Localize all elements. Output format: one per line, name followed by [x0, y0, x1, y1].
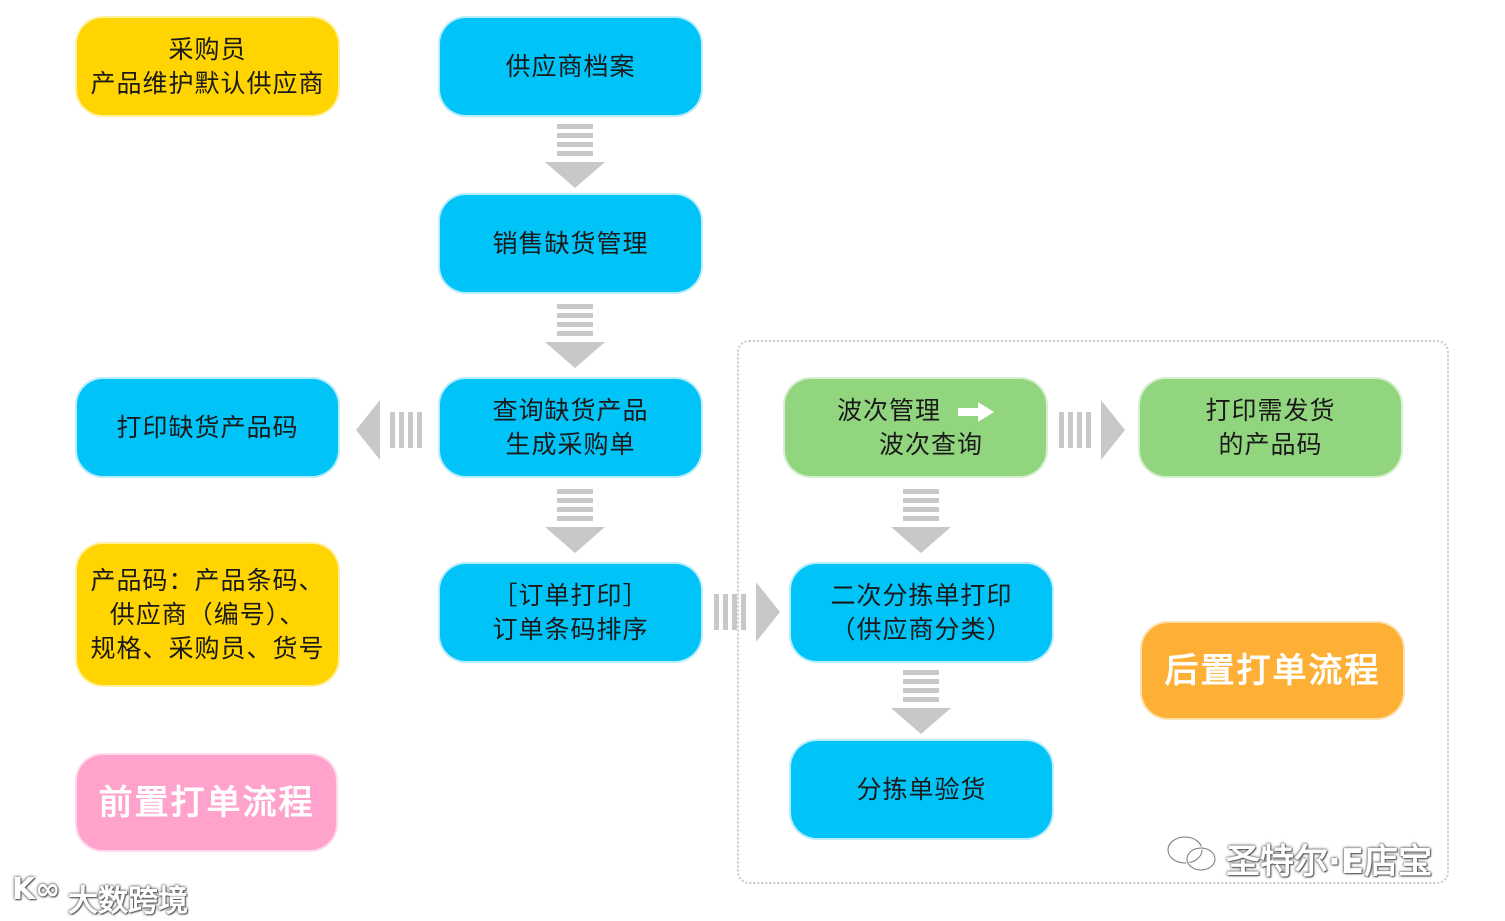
order-print-box: ［订单打印］ 订单条码排序 — [440, 564, 701, 661]
pre-print-flow-label: 前置打单流程 — [98, 782, 315, 823]
buyer-note-box: 采购员 产品维护默认供应商 — [77, 18, 338, 115]
supplier-file-box: 供应商档案 — [440, 18, 701, 115]
sales-shortage-label: 销售缺货管理 — [492, 228, 649, 258]
wave-management-label: 波次管理 — [837, 395, 942, 425]
product-code-note-box: 产品码：产品条码、 供应商（编号）、 规格、采购员、货号 — [77, 544, 338, 685]
post-print-group-frame — [737, 340, 1449, 884]
down-arrow-icon — [545, 489, 605, 553]
print-shortage-code-box: 打印缺货产品码 — [77, 379, 338, 476]
buyer-note-line-2: 产品维护默认供应商 — [90, 68, 325, 98]
query-shortage-box: 查询缺货产品 生成采购单 — [440, 379, 701, 476]
print-ship-code-line-1: 打印需发货 — [1205, 395, 1336, 425]
buyer-note-line-1: 采购员 — [168, 34, 247, 64]
wechat-icon — [1166, 835, 1217, 872]
down-arrow-icon — [891, 489, 951, 553]
product-code-note-line-3: 规格、采购员、货号 — [90, 633, 325, 663]
product-code-note-line-2: 供应商（编号）、 — [109, 599, 306, 629]
product-code-note-line-1: 产品码：产品条码、 — [90, 565, 325, 595]
print-ship-code-box: 打印需发货 的产品码 — [1140, 379, 1401, 476]
order-print-line-2: 订单条码排序 — [492, 614, 649, 644]
wechat-watermark: 圣特尔·E店宝 — [1226, 842, 1433, 882]
order-print-line-1: ［订单打印］ — [492, 580, 649, 610]
secondary-sort-line-2: （供应商分类） — [830, 614, 1013, 644]
left-arrow-icon — [356, 400, 422, 460]
right-arrow-icon — [957, 401, 994, 422]
print-shortage-code-label: 打印缺货产品码 — [116, 412, 299, 442]
sales-shortage-box: 销售缺货管理 — [440, 195, 701, 292]
wave-management-box: 波次管理 波次查询 — [785, 379, 1046, 476]
post-print-flow-box: 后置打单流程 — [1142, 623, 1403, 718]
site-watermark: 大数跨境 — [68, 884, 188, 919]
secondary-sort-box: 二次分拣单打印 （供应商分类） — [791, 564, 1052, 661]
secondary-sort-line-1: 二次分拣单打印 — [830, 580, 1013, 610]
site-logo: K∞ — [12, 872, 61, 907]
sort-inspect-box: 分拣单验货 — [791, 741, 1052, 838]
right-arrow-icon — [714, 582, 780, 642]
wave-query-label: 波次查询 — [879, 429, 984, 459]
query-shortage-line-1: 查询缺货产品 — [492, 395, 649, 425]
pre-print-flow-box: 前置打单流程 — [77, 755, 336, 850]
right-arrow-icon — [1059, 400, 1125, 460]
supplier-file-label: 供应商档案 — [505, 51, 636, 81]
print-ship-code-line-2: 的产品码 — [1218, 429, 1323, 459]
down-arrow-icon — [545, 124, 605, 188]
wave-management-line-1: 波次管理 — [837, 394, 994, 428]
query-shortage-line-2: 生成采购单 — [505, 429, 636, 459]
down-arrow-icon — [545, 304, 605, 368]
post-print-flow-label: 后置打单流程 — [1164, 650, 1381, 691]
down-arrow-icon — [891, 670, 951, 734]
sort-inspect-label: 分拣单验货 — [856, 774, 987, 804]
